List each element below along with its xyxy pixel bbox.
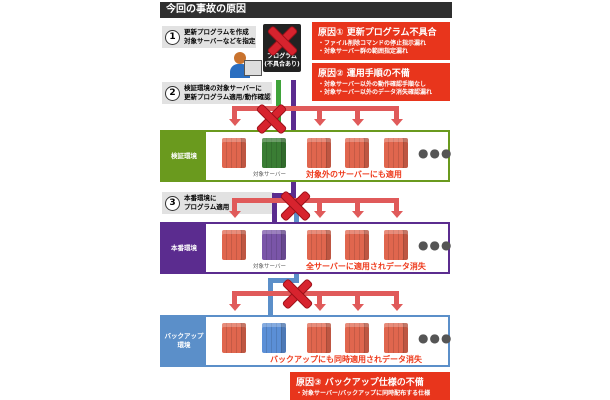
arrow-head-icon (313, 211, 326, 218)
server-icon (307, 323, 331, 353)
more-servers-icon: ●●● (418, 331, 453, 345)
x-mark-icon (256, 104, 286, 134)
x-mark-icon (280, 191, 310, 221)
warning-text: 全サーバーに適用されデータ消失 (306, 262, 426, 271)
blue-flow-line (268, 278, 273, 320)
arrow-head-icon (313, 304, 326, 311)
arrow-head-icon (390, 211, 403, 218)
cause-item: ・対象サーバー群の範囲指定漏れ (318, 48, 408, 55)
cause-heading: 原因② 運用手順の不備 (318, 69, 410, 79)
step-text: 更新プログラムを作成 (184, 28, 249, 36)
warning-text: バックアップにも同時適用されデータ消失 (270, 355, 422, 364)
more-servers-icon: ●●● (418, 146, 453, 160)
environment-label: バックアップ環境 (162, 317, 206, 365)
server-icon (384, 138, 408, 168)
step-number: 2 (165, 85, 180, 101)
distribution-arrow (232, 198, 237, 212)
step-text: 検証環境の対象サーバーに (184, 84, 262, 92)
distribution-arrow-bar (232, 198, 398, 203)
purple-flow-line (272, 193, 277, 228)
step-2: 2 検証環境の対象サーバーに更新プログラム適用/動作確認 (162, 82, 272, 104)
distribution-arrow (394, 106, 399, 120)
distribution-arrow (317, 291, 322, 305)
server-icon (222, 230, 246, 260)
arrow-head-icon (228, 119, 241, 126)
program-icon: プログラム(不具合あり) (263, 24, 301, 72)
arrow-head-icon (228, 304, 241, 311)
server-icon (307, 138, 331, 168)
cause-1: 原因① 更新プログラム不具合・ファイル削除コマンドの停止指示漏れ・対象サーバー群… (312, 22, 450, 60)
server-icon (222, 138, 246, 168)
distribution-arrow-bar (232, 106, 398, 111)
cause-heading: 原因③ バックアップ仕様の不備 (296, 378, 424, 388)
operator-icon (230, 52, 262, 82)
step-number: 1 (165, 29, 180, 45)
program-label: (不具合あり) (264, 61, 300, 68)
distribution-arrow (355, 291, 360, 305)
step-3: 3 本番環境にプログラム適用 (162, 192, 274, 214)
cause-heading: 原因① 更新プログラム不具合 (318, 28, 437, 38)
cause-2: 原因② 運用手順の不備・対象サーバー以外の動作確認手順なし・対象サーバー以外のデ… (312, 63, 450, 101)
arrow-head-icon (313, 119, 326, 126)
distribution-arrow (232, 291, 237, 305)
target-server-icon (262, 323, 286, 353)
warning-text: 対象外のサーバーにも適用 (306, 170, 402, 179)
program-label: プログラム (267, 53, 297, 60)
server-icon (345, 323, 369, 353)
server-icon (384, 230, 408, 260)
x-mark-icon (267, 26, 297, 56)
more-servers-icon: ●●● (418, 238, 453, 252)
arrow-head-icon (351, 211, 364, 218)
arrow-head-icon (390, 119, 403, 126)
distribution-arrow (317, 198, 322, 212)
environment-label: 検証環境 (162, 132, 206, 180)
target-server-icon (262, 230, 286, 260)
server-icon (384, 323, 408, 353)
target-server-caption: 対象サーバー (253, 264, 286, 270)
distribution-arrow (232, 106, 237, 120)
step-text: 更新プログラム適用/動作確認 (184, 93, 271, 101)
distribution-arrow (317, 106, 322, 120)
cause-3: 原因③ バックアップ仕様の不備・対象サーバー/バックアップに同時配布する仕様 (290, 372, 450, 400)
cause-item: ・ファイル削除コマンドの停止指示漏れ (318, 40, 427, 47)
distribution-arrow (394, 198, 399, 212)
target-server-caption: 対象サーバー (253, 172, 286, 178)
arrow-head-icon (351, 304, 364, 311)
distribution-arrow (355, 106, 360, 120)
arrow-head-icon (351, 119, 364, 126)
step-text: 本番環境に (184, 194, 217, 202)
cause-item: ・対象サーバー以外の動作確認手順なし (318, 81, 426, 88)
distribution-arrow (355, 198, 360, 212)
step-1: 1 更新プログラムを作成対象サーバーなどを指定 (162, 26, 256, 48)
server-icon (345, 230, 369, 260)
server-icon (345, 138, 369, 168)
cause-item: ・対象サーバー以外のデータ消失確認漏れ (318, 89, 432, 96)
server-icon (222, 323, 246, 353)
x-mark-icon (282, 279, 312, 309)
target-server-icon (262, 138, 286, 168)
step-number: 3 (165, 195, 180, 211)
arrow-head-icon (390, 304, 403, 311)
environment-label: 本番環境 (162, 224, 206, 272)
diagram-title: 今回の事故の原因 (160, 2, 452, 18)
server-icon (307, 230, 331, 260)
distribution-arrow-bar (232, 291, 398, 296)
cause-item: ・対象サーバー/バックアップに同時配布する仕様 (296, 390, 431, 397)
step-text: プログラム適用 (184, 203, 230, 211)
arrow-head-icon (228, 211, 241, 218)
step-text: 対象サーバーなどを指定 (184, 37, 256, 45)
distribution-arrow (394, 291, 399, 305)
